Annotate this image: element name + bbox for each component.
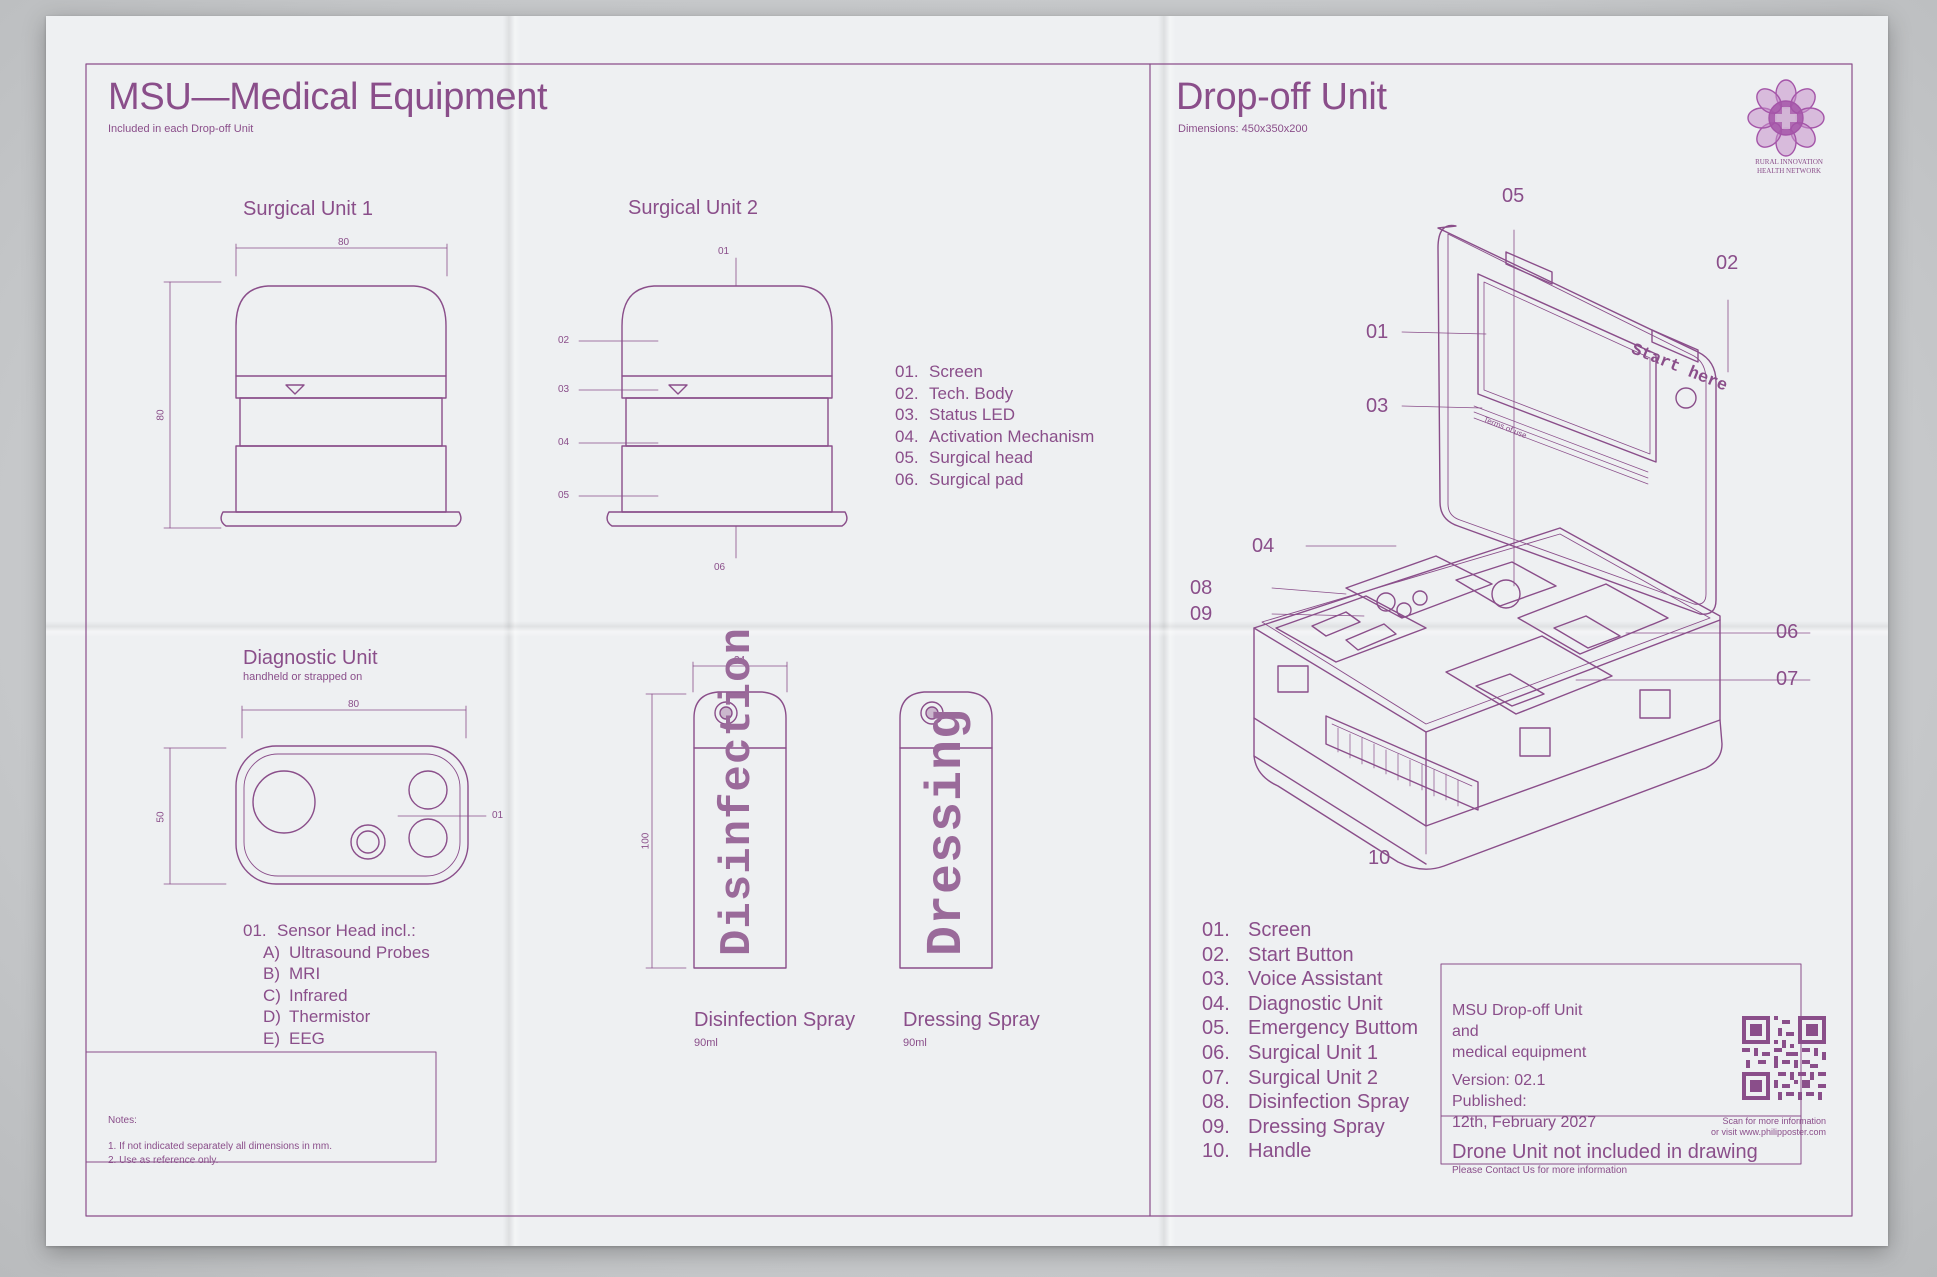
callout-label: 07 [1776, 668, 1799, 690]
diagnostic-unit-subtitle: handheld or strapped on [243, 671, 363, 683]
technical-drawing [85, 63, 1853, 1217]
disinfection-spray-title: Disinfection Spray [694, 1009, 856, 1031]
callout-label: 05 [558, 490, 570, 501]
dimension-label: 50 [155, 811, 167, 823]
legend-item: 06.Surgical pad [895, 469, 1024, 489]
legend-item: 05.Emergency Buttom [1202, 1017, 1419, 1040]
notes-box [85, 1051, 437, 1163]
drop-off-unit-legend: 01.Screen 02.Start Button 03.Voice Assis… [1202, 918, 1418, 1164]
callout-label: 04 [558, 437, 570, 448]
disinfection-spray-volume: 90ml [694, 1037, 718, 1049]
legend-item: 04.Diagnostic Unit [1202, 992, 1383, 1015]
callout-label: 02 [558, 335, 570, 346]
surgical-unit-2-legend: 01.Screen 02.Tech. Body 03.Status LED 04… [895, 361, 1094, 490]
callout-label: 01 [1366, 321, 1389, 343]
legend-item: 02.Tech. Body [895, 383, 1014, 403]
legend-item: 03.Status LED [895, 405, 1015, 424]
callout-label: 08 [1190, 577, 1213, 599]
dressing-can-label: Dressing [919, 707, 976, 956]
surgical-unit-2-drawing [578, 257, 848, 559]
legend-item: 04.Activation Mechanism [895, 426, 1095, 446]
surgical-unit-1-drawing [163, 243, 462, 529]
fold-crease [46, 621, 1888, 637]
page-subtitle: Included in each Drop-off Unit [108, 123, 254, 135]
qr-code-icon[interactable] [1742, 1016, 1826, 1100]
legend-item: C)Infrared [263, 985, 348, 1005]
logo-icon [1747, 79, 1825, 157]
diagnostic-unit-legend: 01.Sensor Head incl.: A)Ultrasound Probe… [243, 920, 430, 1049]
dimension-label: 80 [155, 409, 167, 421]
legend-item: D)Thermistor [263, 1007, 371, 1026]
callout-label: 06 [1776, 621, 1799, 643]
dimension-label: 80 [348, 699, 360, 710]
footer-box [1440, 1115, 1802, 1165]
legend-item: 02.Start Button [1202, 943, 1354, 966]
notes-item: 1. If not indicated separately all dimen… [108, 1141, 332, 1152]
diagnostic-unit-drawing [163, 705, 487, 885]
legend-item: B)MRI [263, 964, 321, 983]
legend-item: 03.Voice Assistant [1202, 968, 1383, 991]
dimension-label: 80 [338, 237, 350, 248]
drop-off-case-drawing [1253, 224, 1811, 870]
callout-label: 01 [718, 246, 730, 257]
legend-item: 01.Screen [1202, 919, 1312, 941]
legend-item: A)Ultrasound Probes [263, 942, 430, 962]
surgical-unit-2-title: Surgical Unit 2 [628, 197, 759, 219]
surgical-unit-1-title: Surgical Unit 1 [243, 198, 374, 220]
callout-label: 10 [1368, 847, 1391, 869]
outer-frame [85, 63, 1853, 1217]
callout-label: 05 [1502, 185, 1525, 207]
legend-item: 07.Surgical Unit 2 [1202, 1066, 1379, 1089]
callout-label: 03 [558, 384, 570, 395]
legend-item: 10.Handle [1202, 1140, 1312, 1163]
callout-label: 01 [492, 810, 504, 821]
legend-item: 06.Surgical Unit 1 [1202, 1041, 1379, 1064]
page-title: MSU—Medical Equipment [108, 76, 548, 118]
drop-off-unit-title: Drop-off Unit [1176, 76, 1387, 118]
footer-subtitle: Please Contact Us for more information [1452, 1165, 1628, 1176]
footer-title: Drone Unit not included in drawing [1452, 1141, 1758, 1163]
diagnostic-unit-title: Diagnostic Unit [243, 647, 378, 669]
legend-item: E)EEG [263, 1028, 325, 1048]
legend-item: 09.Dressing Spray [1202, 1115, 1385, 1138]
drop-off-unit-subtitle: Dimensions: 450x350x200 [1178, 123, 1308, 135]
fold-crease [1158, 16, 1176, 1246]
notes-heading: Notes: [108, 1115, 137, 1126]
callout-label: 06 [714, 562, 726, 573]
callout-label: 09 [1190, 603, 1213, 625]
legend-item: 01.Screen [895, 362, 983, 381]
spray-cans-drawing [645, 661, 993, 969]
legend-item: 01.Sensor Head incl.: [243, 921, 416, 940]
legend-item: 08.Disinfection Spray [1202, 1091, 1410, 1114]
notes-item: 2. Use as reference only. [108, 1155, 219, 1166]
poster-sheet: MSU—Medical Equipment Included in each D… [46, 16, 1888, 1246]
callout-label: 02 [1716, 252, 1739, 274]
dressing-spray-title: Dressing Spray [903, 1009, 1040, 1031]
callout-label: 04 [1252, 535, 1275, 557]
callout-label: 03 [1366, 395, 1389, 417]
fold-crease [503, 16, 521, 1246]
dimension-label: 34 [734, 655, 746, 666]
disinfection-can-label: Disinfection [713, 627, 763, 956]
dimension-label: 100 [640, 832, 652, 850]
legend-item: 05.Surgical head [895, 448, 1033, 467]
dressing-spray-volume: 90ml [903, 1037, 927, 1049]
